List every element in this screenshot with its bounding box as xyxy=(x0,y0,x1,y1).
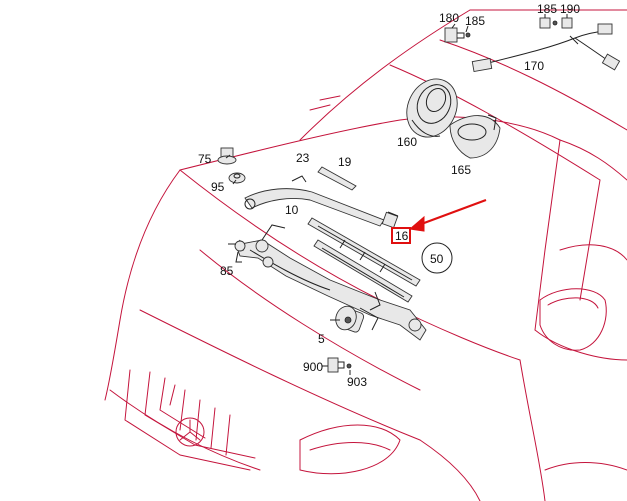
label-19: 19 xyxy=(338,155,352,169)
strip-19 xyxy=(317,166,357,191)
wiper-motor-5 xyxy=(335,305,379,333)
vehicle-outline xyxy=(104,9,627,501)
sensor-160 xyxy=(406,78,458,138)
nut-95 xyxy=(228,172,246,184)
clip-23 xyxy=(291,175,307,183)
label-190: 190 xyxy=(560,2,580,16)
highlight-box-16 xyxy=(391,227,411,244)
label-16: 16 xyxy=(395,229,409,243)
connector-190 xyxy=(539,17,573,29)
label-10: 10 xyxy=(285,203,299,217)
label-85: 85 xyxy=(220,264,234,278)
label-50: 50 xyxy=(430,252,444,266)
wiper-linkage xyxy=(235,224,427,341)
callout-circle-50 xyxy=(421,242,453,274)
wiper-arm-10 xyxy=(244,188,399,229)
connector-900 xyxy=(327,357,352,373)
wiper-blade-50 xyxy=(307,217,421,303)
highlight-arrow xyxy=(408,198,487,232)
label-180: 180 xyxy=(439,11,459,25)
cap-75 xyxy=(217,147,237,165)
wiring-harness-170 xyxy=(471,23,621,73)
label-185-top: 185 xyxy=(465,14,485,28)
connector-180 xyxy=(444,27,471,43)
label-170: 170 xyxy=(524,59,544,73)
bolt-85 xyxy=(234,240,246,263)
label-23: 23 xyxy=(296,151,310,165)
cap-16 xyxy=(387,211,399,217)
label-903: 903 xyxy=(347,375,367,389)
leader-lines xyxy=(225,14,568,375)
label-75: 75 xyxy=(198,152,212,166)
label-160: 160 xyxy=(397,135,417,149)
label-95: 95 xyxy=(211,180,225,194)
label-165: 165 xyxy=(451,163,471,177)
label-900: 900 xyxy=(303,360,323,374)
cover-165 xyxy=(449,114,501,159)
label-185-right: 185 xyxy=(537,2,557,16)
label-5: 5 xyxy=(318,332,325,346)
